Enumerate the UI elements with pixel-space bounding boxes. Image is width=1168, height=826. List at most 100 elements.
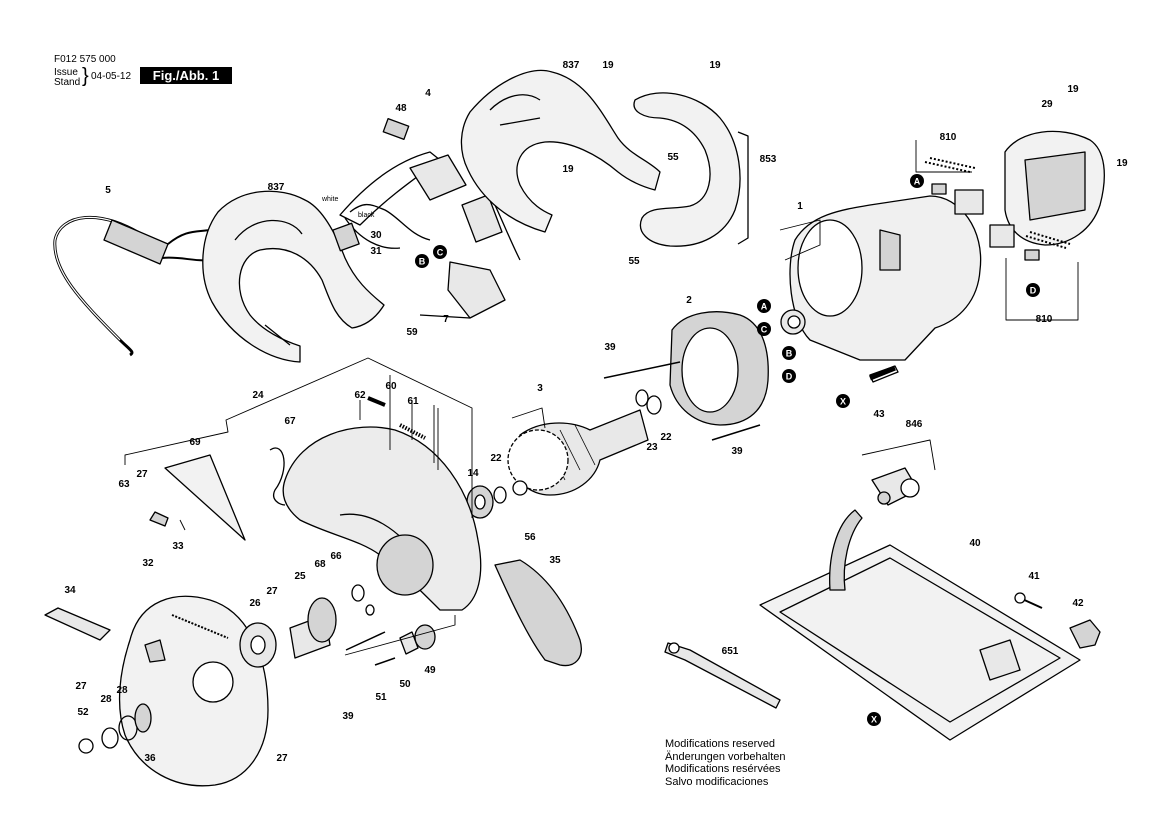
spindle-assembly [239, 584, 375, 668]
part-number: 22 [490, 453, 502, 464]
base-plate [759, 509, 1081, 741]
part-number: 837 [563, 60, 580, 71]
part-number: 39 [342, 711, 354, 722]
part-numbers: 837 19 19 19 48 4 5 837 853 29 810 19 19… [64, 60, 1128, 764]
part-number: 69 [189, 437, 201, 448]
wire-label: black [358, 212, 375, 219]
part-number: 27 [276, 753, 288, 764]
modifications-notice: Modifications reserved Änderungen vorbeh… [665, 738, 785, 788]
notice-line: Modifications resérvées [665, 763, 781, 775]
part-number: 19 [1116, 158, 1128, 169]
part-number: 14 [467, 468, 479, 479]
part-number: 3 [537, 383, 543, 394]
auxiliary-handle [633, 92, 749, 247]
part-number: 7 [443, 314, 449, 325]
wire-label: white [321, 196, 338, 203]
part-number: 28 [116, 685, 128, 696]
part-number: 66 [330, 551, 342, 562]
svg-text:D: D [786, 372, 793, 382]
motor-end-cover [1004, 130, 1105, 246]
part-number: 28 [100, 694, 112, 705]
part-number: 651 [722, 646, 739, 657]
callout-marker: X [867, 712, 881, 726]
callout-marker: B [782, 346, 796, 360]
part-number: 27 [266, 586, 278, 597]
brush-assemblies [915, 140, 1079, 321]
callout-marker: A [910, 174, 924, 188]
part-number: 837 [268, 182, 285, 193]
svg-text:A: A [914, 177, 921, 187]
callout-marker: D [782, 369, 796, 383]
depth-adjust-lever [494, 559, 582, 667]
small-fasteners [44, 315, 896, 754]
part-number: 27 [136, 469, 148, 480]
issue-label: Issue [54, 67, 78, 78]
document-number: F012 575 000 [54, 54, 116, 65]
part-number: 810 [1036, 314, 1053, 325]
part-number: 56 [524, 532, 536, 543]
svg-text:C: C [437, 248, 444, 258]
part-number: 62 [354, 390, 366, 401]
part-number: 2 [686, 295, 692, 306]
svg-text:C: C [761, 325, 768, 335]
svg-text:D: D [1030, 286, 1037, 296]
part-number: 39 [731, 446, 743, 457]
part-number: 63 [118, 479, 130, 490]
issue-date: 04-05-12 [91, 71, 132, 82]
part-number: 43 [873, 409, 885, 420]
lower-blade-guard [118, 595, 269, 787]
part-number: 35 [549, 555, 561, 566]
part-number: 853 [760, 154, 777, 165]
svg-text:X: X [871, 715, 877, 725]
part-number: 23 [646, 442, 658, 453]
part-number: 31 [370, 246, 382, 257]
part-number: 42 [1072, 598, 1084, 609]
part-number: 36 [144, 753, 156, 764]
part-number: 39 [604, 342, 616, 353]
callout-markers: A B C D A C B D X X [415, 174, 1040, 726]
callout-marker: B [415, 254, 429, 268]
callout-marker: C [433, 245, 447, 259]
motor-housing [780, 195, 982, 383]
part-number: 51 [375, 692, 387, 703]
part-number: 30 [370, 230, 382, 241]
stator [669, 311, 769, 426]
handle-housing-left [202, 190, 385, 363]
part-number: 19 [562, 164, 574, 175]
part-number: 48 [395, 103, 407, 114]
part-number: 19 [602, 60, 614, 71]
part-number: 32 [142, 558, 154, 569]
part-number: 55 [628, 256, 640, 267]
part-number: 67 [284, 416, 296, 427]
part-number: 5 [105, 185, 111, 196]
blade-wrench [664, 642, 781, 709]
notice-line: Modifications reserved [665, 738, 776, 750]
knob-and-screw [1014, 592, 1101, 649]
part-number: 810 [940, 132, 957, 143]
part-number: 49 [424, 665, 436, 676]
part-number: 22 [660, 432, 672, 443]
upper-blade-guard [282, 426, 482, 611]
group-brackets [124, 219, 936, 656]
part-number: 4 [425, 88, 431, 99]
svg-text:X: X [840, 397, 846, 407]
part-number: 60 [385, 381, 397, 392]
part-number: 41 [1028, 571, 1040, 582]
part-number: 24 [252, 390, 264, 401]
notice-line: Änderungen vorbehalten [665, 750, 786, 763]
part-number: 61 [407, 396, 419, 407]
part-number: 27 [75, 681, 87, 692]
wire-labels: white black [321, 196, 375, 219]
part-number: 50 [399, 679, 411, 690]
brace-glyph: } [82, 65, 89, 87]
notice-line: Salvo modificaciones [665, 775, 769, 788]
callout-marker: A [757, 299, 771, 313]
part-number: 19 [709, 60, 721, 71]
part-number: 25 [294, 571, 306, 582]
stand-label: Stand [54, 77, 81, 88]
part-number: 26 [249, 598, 261, 609]
part-number: 29 [1041, 99, 1053, 110]
svg-text:B: B [786, 349, 793, 359]
figure-label: Fig./Abb. 1 [140, 67, 232, 84]
callout-marker: C [757, 322, 771, 336]
